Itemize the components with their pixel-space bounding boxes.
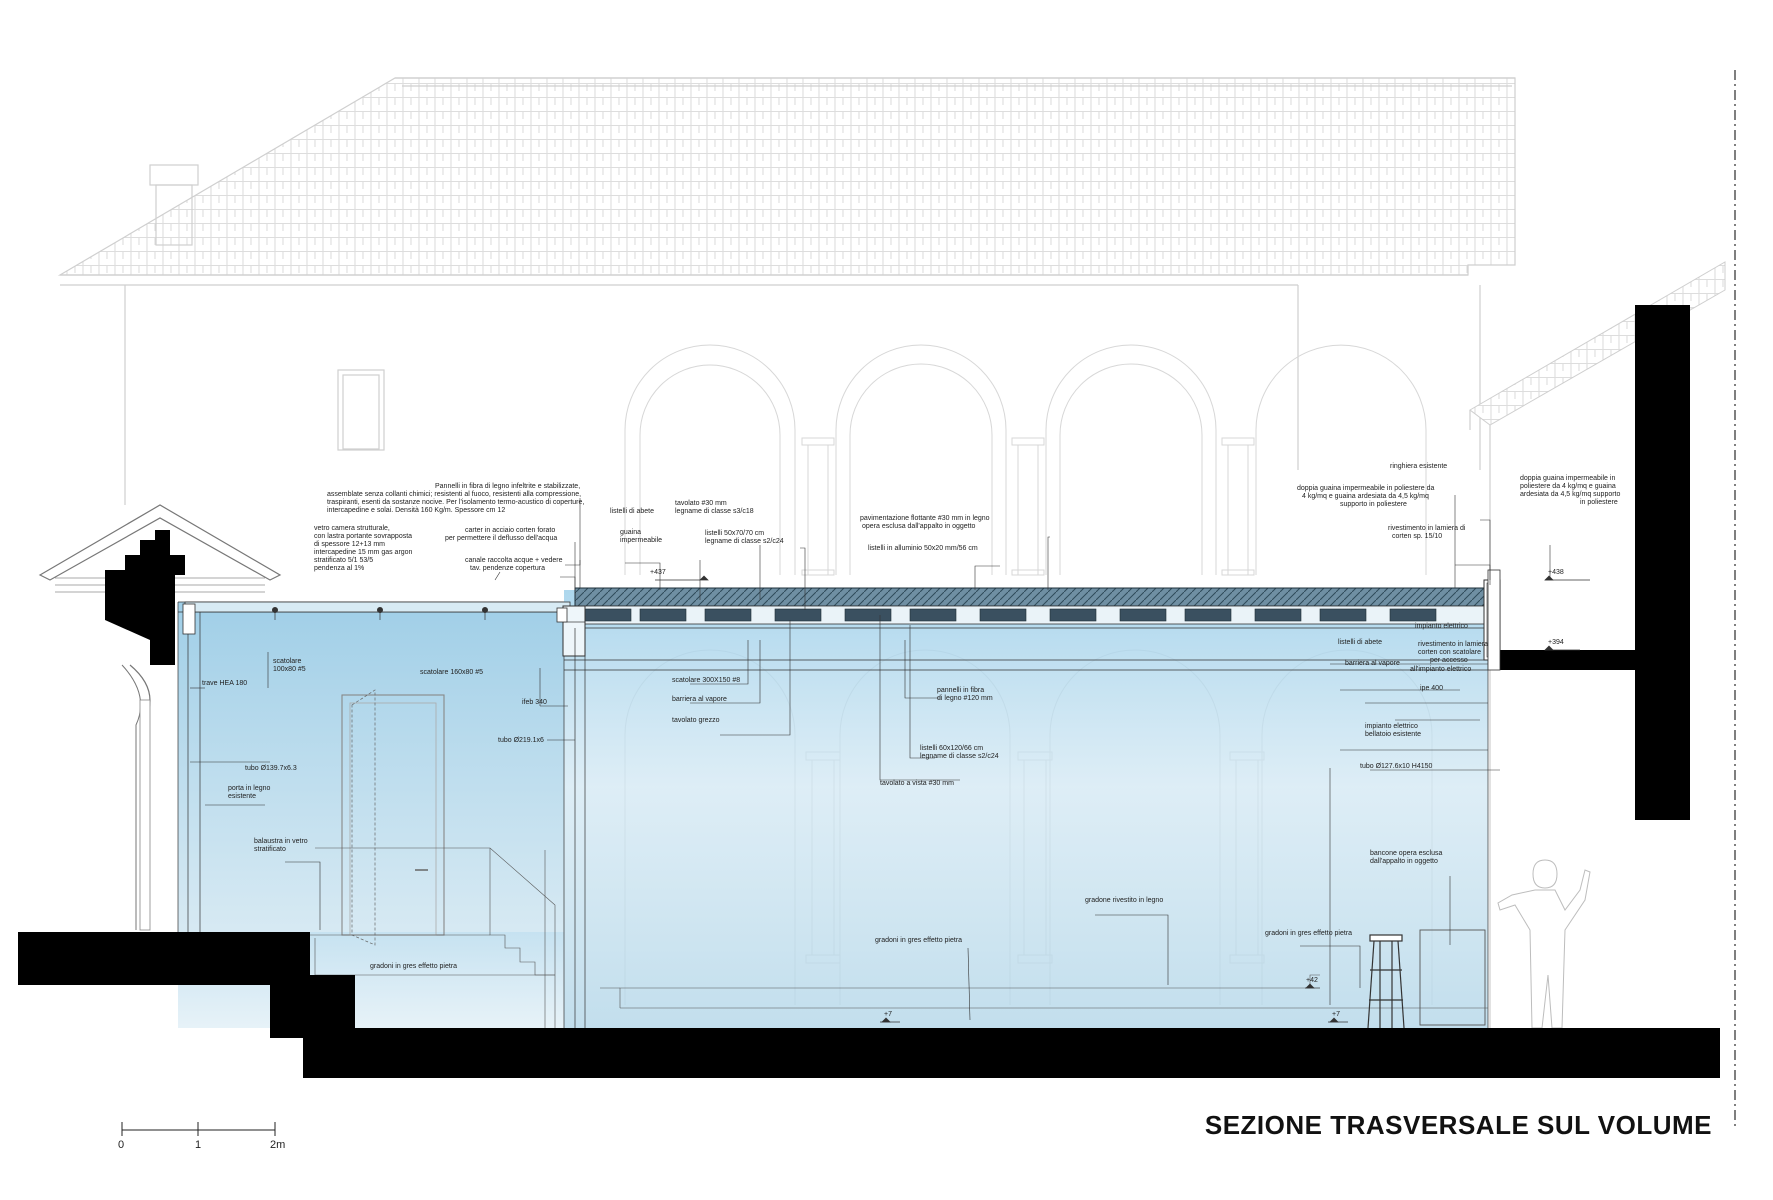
leader-lines bbox=[190, 495, 1551, 1021]
annotation: doppia guaina impermeabile in bbox=[1520, 475, 1615, 482]
annotation: barriera al vapore bbox=[1345, 660, 1400, 667]
annotation: con lastra portante sovrapposta bbox=[314, 533, 412, 540]
annotation: doppia guaina impermeabile in poliestere… bbox=[1297, 485, 1434, 492]
annotation: listelli in alluminio 50x20 mm/56 cm bbox=[868, 545, 978, 552]
annotation: traspiranti, esenti da sostanze nocive. … bbox=[327, 499, 584, 506]
annotation: trave HEA 180 bbox=[202, 680, 247, 687]
annotation: pavimentazione flottante #30 mm in legno bbox=[860, 515, 990, 522]
ground bbox=[18, 932, 1720, 1078]
annotation: scatolare 300X150 #8 bbox=[672, 677, 740, 684]
annotation: gradone rivestito in legno bbox=[1085, 897, 1163, 904]
roof-slab bbox=[182, 579, 1501, 1028]
annotation: porta in legno bbox=[228, 785, 271, 792]
annotation: scatolare 160x80 #5 bbox=[420, 669, 483, 676]
level-markers bbox=[655, 575, 1590, 1023]
annotation: impianto elettrico bbox=[1415, 623, 1468, 630]
annotation: listelli 60x120/66 cm bbox=[920, 745, 983, 752]
annotation: per permettere il deflusso dell'acqua bbox=[445, 535, 557, 542]
annotation: stratificato bbox=[254, 846, 286, 853]
annotation: ipe 400 bbox=[1420, 685, 1443, 692]
level-labels: +437 +438 +394 +42 +7 +7 bbox=[650, 569, 1564, 1018]
annotation: tubo Ø219.1x6 bbox=[498, 737, 544, 744]
annotation: Pannelli in fibra di legno infeltrite e … bbox=[435, 483, 580, 490]
annotation: stratificato 5/1 53/5 bbox=[314, 557, 373, 564]
annotation: all'impianto elettrico bbox=[1410, 666, 1471, 673]
level-label: +438 bbox=[1548, 569, 1564, 576]
drawing-title: SEZIONE TRASVERSALE SUL VOLUME bbox=[1205, 1110, 1712, 1140]
annotation: rivestimento in lamiera bbox=[1418, 641, 1488, 648]
annotation: rivestimento in lamiera di bbox=[1388, 525, 1466, 532]
scale-tick-label: 1 bbox=[195, 1139, 201, 1151]
annotation: 100x80 #5 bbox=[273, 666, 306, 673]
annotation: gradoni in gres effetto pietra bbox=[1265, 930, 1352, 937]
annotation: pannelli in fibra bbox=[937, 687, 984, 694]
annotation: esistente bbox=[228, 793, 256, 800]
annotation: intercapedine e solai. Densità 160 Kg/m.… bbox=[327, 507, 505, 514]
annotation: di spessore 12+13 mm bbox=[314, 541, 385, 548]
annotation: tubo Ø127.6x10 H4150 bbox=[1360, 763, 1432, 770]
annotation: legname di classe s2/c24 bbox=[705, 538, 784, 545]
annotation: tubo Ø139.7x6.3 bbox=[245, 765, 297, 772]
annotation: per accesso bbox=[1430, 657, 1468, 664]
annotation: opera esclusa dall'appalto in oggetto bbox=[862, 523, 976, 530]
level-label: +7 bbox=[884, 1011, 892, 1018]
annotation: tavolato a vista #30 mm bbox=[880, 780, 954, 787]
annotation: gradoni in gres effetto pietra bbox=[370, 963, 457, 970]
annotation: corten con scatolare bbox=[1418, 649, 1481, 656]
annotation: bellatoio esistente bbox=[1365, 731, 1421, 738]
annotation: vetro camera strutturale, bbox=[314, 525, 390, 532]
annotation: bancone opera esclusa bbox=[1370, 850, 1442, 857]
annotation: corten sp. 15/10 bbox=[1392, 533, 1442, 540]
annotation: pendenza al 1% bbox=[314, 565, 364, 572]
annotation: ifeb 340 bbox=[522, 699, 547, 706]
annotation: intercapedine 15 mm gas argon bbox=[314, 549, 413, 556]
annotation: tav. pendenze copertura bbox=[470, 565, 545, 572]
annotation: balaustra in vetro bbox=[254, 838, 308, 845]
annotation: poliestere da 4 kg/mq e guaina bbox=[1520, 483, 1616, 490]
annotation: impianto elettrico bbox=[1365, 723, 1418, 730]
annotation: supporto in poliestere bbox=[1340, 501, 1407, 508]
annotation: ardesiata da 4,5 kg/mq supporto bbox=[1520, 491, 1621, 498]
annotation: tavolato grezzo bbox=[672, 717, 720, 724]
right-wall bbox=[1487, 305, 1690, 820]
annotation: legname di classe s3/c18 bbox=[675, 508, 754, 515]
annotations: Pannelli in fibra di legno infeltrite e … bbox=[202, 463, 1621, 970]
annotation: guaina bbox=[620, 529, 641, 536]
annotation: barriera al vapore bbox=[672, 696, 727, 703]
annotation: in poliestere bbox=[1580, 499, 1618, 506]
annotation: scatolare bbox=[273, 658, 302, 665]
annotation: tavolato #30 mm bbox=[675, 500, 727, 507]
scale-tick-label: 0 bbox=[118, 1139, 124, 1151]
level-label: +394 bbox=[1548, 639, 1564, 646]
left-porch bbox=[38, 504, 282, 931]
annotation: listelli di abete bbox=[610, 508, 654, 515]
annotation: legname di classe s2/c24 bbox=[920, 753, 999, 760]
annotation: dall'appalto in oggetto bbox=[1370, 858, 1438, 865]
annotation: ringhiera esistente bbox=[1390, 463, 1447, 470]
scale-tick-label: 2m bbox=[270, 1139, 285, 1151]
annotation: di legno #120 mm bbox=[937, 695, 993, 702]
annotation: carter in acciaio corten forato bbox=[465, 527, 555, 534]
interior bbox=[310, 689, 1591, 1029]
annotation: 4 kg/mq e guaina ardesiata da 4,5 kg/mq bbox=[1302, 493, 1429, 500]
annotation: listelli 50x70/70 cm bbox=[705, 530, 764, 537]
annotation: canale raccolta acque + vedere bbox=[465, 557, 563, 564]
annotation: listelli di abete bbox=[1338, 639, 1382, 646]
level-label: +437 bbox=[650, 569, 666, 576]
level-label: +7 bbox=[1332, 1011, 1340, 1018]
level-label: +42 bbox=[1306, 977, 1318, 984]
scale-bar: 0 1 2m bbox=[118, 1122, 285, 1151]
annotation: assemblate senza collanti chimici; resis… bbox=[327, 491, 581, 498]
annotation: impermeabile bbox=[620, 537, 662, 544]
annotation: gradoni in gres effetto pietra bbox=[875, 937, 962, 944]
